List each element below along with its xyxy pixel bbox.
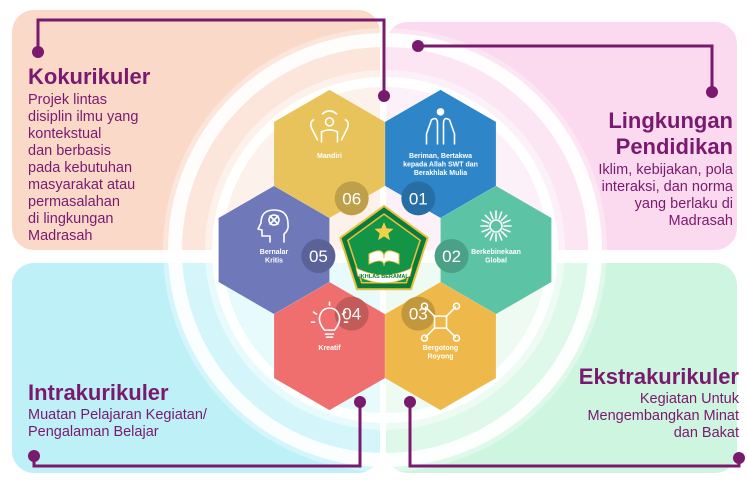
number-badge	[334, 296, 369, 331]
connector-lingkungan	[418, 44, 714, 92]
kokurikuler-line: masyarakat atau	[28, 177, 136, 193]
ekstrakurikuler-description: Kegiatan Untuk Mengembangkan Minat dan B…	[539, 391, 739, 442]
lingkungan-line: Iklim, kebijakan, pola	[598, 162, 733, 178]
connector-dot	[378, 90, 390, 102]
connector-dot	[28, 450, 40, 462]
connector-dot	[32, 46, 44, 58]
ekstrakurikuler-line: dan Bakat	[673, 425, 739, 441]
kokurikuler-description: Projek lintas disiplin ilmu yang konteks…	[28, 92, 198, 245]
kokurikuler-line: kontekstual	[28, 126, 102, 142]
hexagon-06: 06 Mandiri	[274, 89, 385, 218]
self-reflect-icon	[310, 110, 349, 143]
lingkungan-title-line: Lingkungan	[608, 108, 733, 133]
hexagon-label: Global	[485, 258, 507, 265]
connector-dot	[404, 396, 416, 408]
lingkungan-line: Madrasah	[668, 213, 733, 229]
kokurikuler-line: permasalahan	[28, 194, 120, 210]
kokurikuler-line: Projek lintas	[28, 92, 107, 108]
intrakurikuler-line: Muatan Pelajaran Kegiatan/	[28, 407, 207, 423]
connector-dots	[28, 40, 745, 464]
number-badge	[334, 181, 369, 216]
ribbon-text: IKHLAS BERAMAL	[359, 274, 409, 280]
lingkungan-title: Lingkungan Pendidikan	[608, 108, 733, 160]
hexagon-shape	[218, 186, 330, 314]
hexagon-number: 06	[342, 189, 361, 208]
number-badge	[301, 239, 336, 273]
connector-dot	[733, 452, 745, 464]
hexagon-label: Royong	[427, 354, 453, 361]
ekstrakurikuler-line: Mengembangkan Minat	[587, 408, 739, 424]
connector-dot	[354, 396, 366, 408]
hexagon-number: 05	[309, 247, 328, 266]
hexagon-label: Kritis	[265, 258, 283, 265]
ekstrakurikuler-title: Ekstrakurikuler	[578, 364, 739, 389]
hexagon-label: Kreatif	[318, 345, 341, 352]
kokurikuler-line: dan berbasis	[28, 143, 112, 159]
star-icon	[374, 222, 394, 241]
praying-hands-icon	[425, 108, 456, 145]
kokurikuler-line: pada kebutuhan	[28, 160, 133, 176]
lingkungan-title-line: Pendidikan	[615, 134, 733, 159]
hexagon-label: Berkebinekaan	[471, 249, 521, 256]
teamwork-icon	[420, 302, 461, 342]
lingkungan-description: Iklim, kebijakan, pola interaksi, dan no…	[533, 162, 733, 230]
hexagon-number: 02	[442, 247, 461, 266]
lingkungan-line: interaksi, dan norma	[601, 179, 733, 195]
intrakurikuler-title: Intrakurikuler	[28, 380, 169, 405]
hexagon-label: Beriman, Bertakwa	[409, 153, 472, 160]
kokurikuler-line: Madrasah	[28, 228, 93, 244]
head-brain-icon	[257, 209, 289, 243]
hexagon-number: 01	[409, 189, 428, 208]
hexagon-label: Bernalar	[260, 249, 289, 256]
lingkungan-line: yang berlaku di	[634, 196, 733, 212]
kokurikuler-line: di lingkungan	[28, 211, 114, 227]
number-badge	[401, 181, 436, 216]
number-badge	[434, 239, 469, 273]
hexagon-label: Berakhlak Mulia	[414, 170, 467, 177]
hexagon-shape	[440, 186, 552, 314]
hexagon-number: 04	[342, 305, 361, 324]
lightbulb-icon	[310, 301, 349, 338]
book-icon	[368, 250, 400, 267]
ekstrakurikuler-line: Kegiatan Untuk	[639, 391, 739, 407]
connector-kokurikuler	[36, 18, 386, 96]
hexagon-label: Bergotong	[423, 345, 458, 352]
kokurikuler-title: Kokurikuler	[28, 64, 151, 89]
intrakurikuler-description: Muatan Pelajaran Kegiatan/ Pengalaman Be…	[28, 407, 238, 441]
kokurikuler-line: disiplin ilmu yang	[28, 109, 139, 125]
connector-dot	[706, 86, 718, 98]
intrakurikuler-line: Pengalaman Belajar	[28, 424, 159, 440]
ministry-logo: IKHLAS BERAMAL	[339, 204, 429, 291]
hexagon-label: Mandiri	[317, 153, 342, 160]
connector-dot	[412, 40, 424, 52]
globe-ring-icon	[480, 210, 512, 242]
ribbon: IKHLAS BERAMAL	[355, 267, 413, 284]
hexagon-label: kepada Allah SWT dan	[403, 161, 478, 168]
